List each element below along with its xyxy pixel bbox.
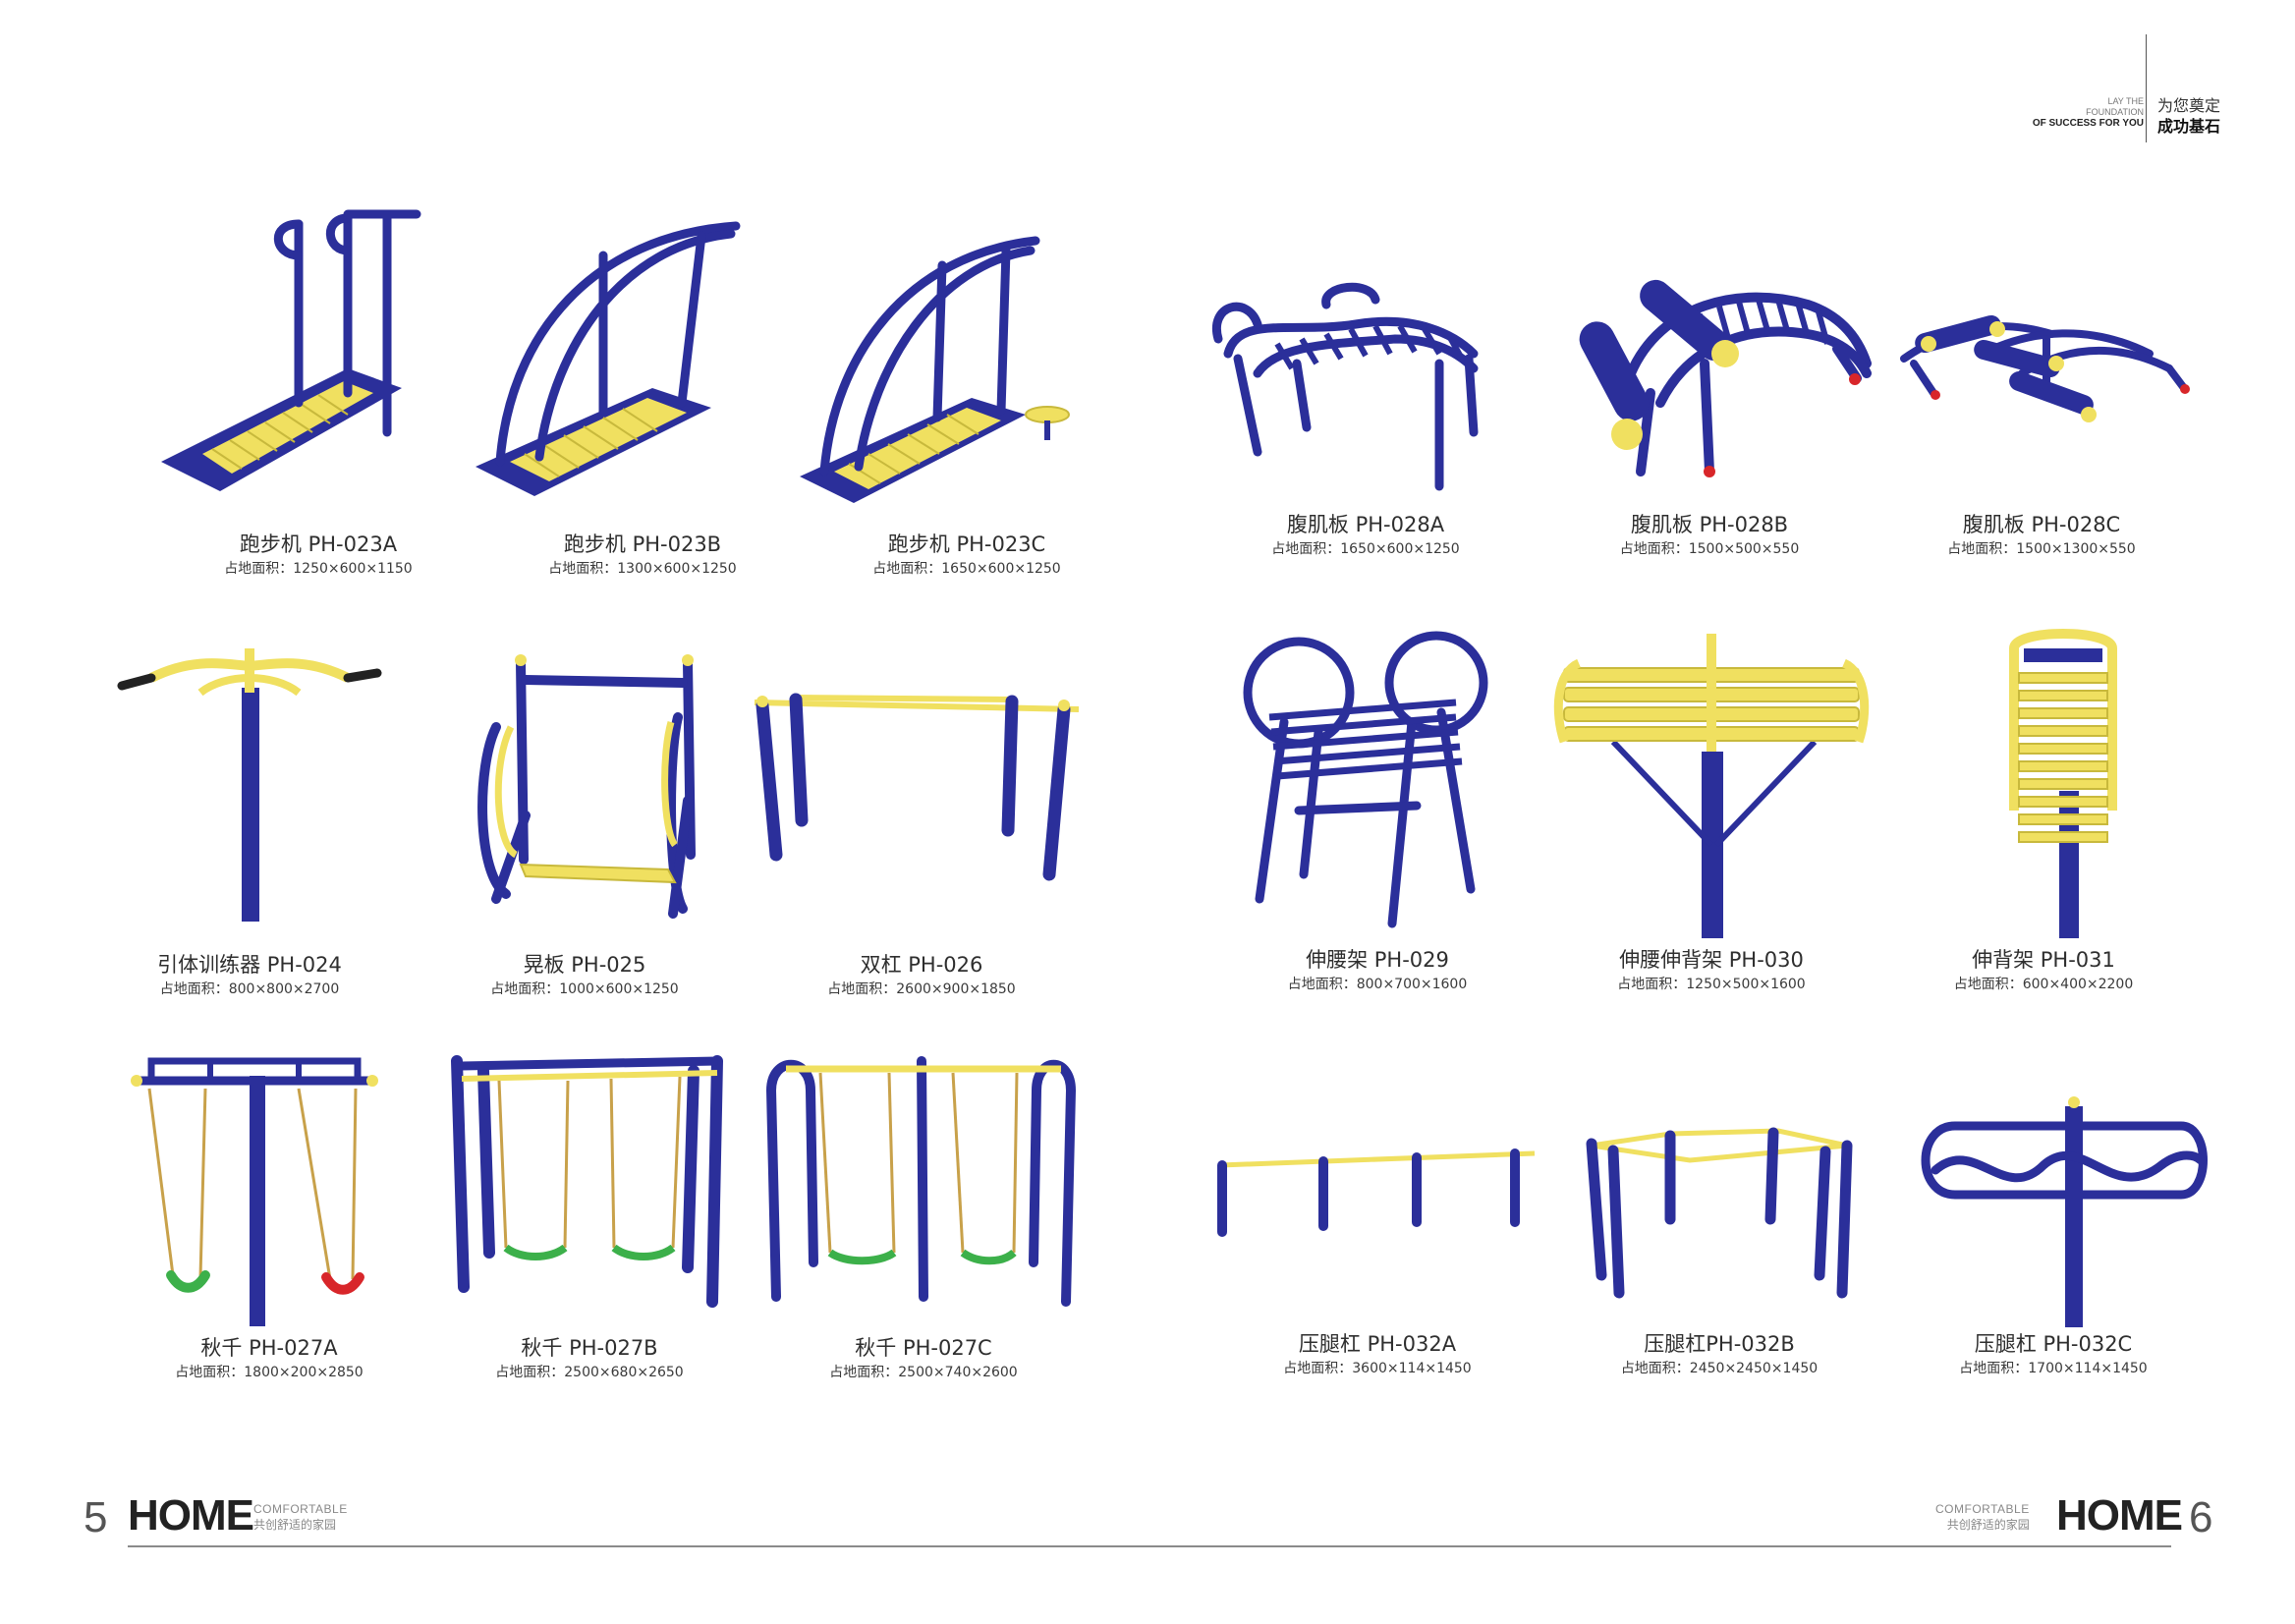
product-card-ph-029[interactable]: 伸腰架 PH-029 占地面积：800×700×1600 — [1210, 614, 1544, 1046]
product-name: 伸腰伸背架 PH-030 — [1619, 948, 1804, 972]
brand-chinese: 为您奠定 成功基石 — [2157, 96, 2221, 136]
leg-press-bar-icon — [1217, 1148, 1536, 1237]
footer-slogan-left: COMFORTABLE 共创舒适的家园 — [253, 1502, 348, 1532]
product-area: 占地面积：1500×500×550 — [1619, 541, 1800, 557]
product-name: 跑步机 PH-023C — [887, 532, 1046, 556]
product-card-ph-032a[interactable]: 压腿杠 PH-032A 占地面积：3600×114×1450 — [1210, 998, 1544, 1430]
footer-rule-right — [1149, 1545, 2171, 1547]
product-area: 占地面积：1300×600×1250 — [548, 561, 737, 577]
product-card-ph-028b[interactable]: 腹肌板 PH-028B 占地面积：1500×500×550 — [1542, 177, 1876, 609]
curved-treadmill-icon — [476, 221, 741, 496]
product-area: 占地面积：800×700×1600 — [1287, 977, 1468, 992]
product-name: 压腿杠PH-032B — [1644, 1332, 1795, 1356]
product-name: 秋千 PH-027A — [200, 1336, 338, 1360]
product-name: 跑步机 PH-023A — [239, 532, 398, 556]
swing-board-icon — [477, 654, 696, 919]
page-number-right: 6 — [2189, 1493, 2213, 1541]
footer-home-left: HOME — [128, 1491, 254, 1540]
waist-stretcher-icon — [1243, 631, 1488, 928]
double-sit-up-bench-icon — [1900, 314, 2190, 422]
product-name: 腹肌板 PH-028A — [1286, 513, 1445, 536]
product-area: 占地面积：1000×600×1250 — [490, 981, 679, 997]
product-card-ph-027b[interactable]: 秋千 PH-027B 占地面积：2500×680×2650 — [422, 1002, 756, 1434]
product-name: 压腿杠 PH-032C — [1974, 1332, 2133, 1356]
product-name: 引体训练器 PH-024 — [157, 953, 342, 977]
product-name: 跑步机 PH-023B — [563, 532, 722, 556]
product-name: 双杠 PH-026 — [860, 953, 983, 977]
product-name: 秋千 PH-027B — [521, 1336, 658, 1360]
back-stretcher-bench-icon — [1553, 634, 1870, 938]
footer-home-right: HOME — [2056, 1491, 2183, 1540]
product-name: 秋千 PH-027C — [855, 1336, 992, 1360]
product-card-ph-028a[interactable]: 腹肌板 PH-028A 占地面积：1650×600×1250 — [1199, 177, 1533, 609]
t-swing-icon — [131, 1057, 378, 1326]
product-area: 占地面积：3600×114×1450 — [1283, 1361, 1472, 1376]
page-number-left: 5 — [84, 1493, 108, 1541]
product-area: 占地面积：600×400×2200 — [1953, 977, 2134, 992]
product-card-ph-025[interactable]: 晃板 PH-025 占地面积：1000×600×1250 — [418, 619, 752, 1051]
wave-leg-press-bar-icon — [1921, 1096, 2208, 1327]
product-name: 伸腰架 PH-029 — [1306, 948, 1449, 972]
product-area: 占地面积：1700×114×1450 — [1959, 1361, 2148, 1376]
product-card-ph-032c[interactable]: 压腿杠 PH-032C 占地面积：1700×114×1450 — [1886, 998, 2220, 1430]
product-area: 占地面积：2500×740×2600 — [829, 1365, 1018, 1380]
product-card-ph-031[interactable]: 伸背架 PH-031 占地面积：600×400×2200 — [1876, 614, 2211, 1046]
product-area: 占地面积：1500×1300×550 — [1947, 541, 2136, 557]
product-card-ph-024[interactable]: 引体训练器 PH-024 占地面积：800×800×2700 — [83, 619, 417, 1051]
product-card-ph-023b[interactable]: 跑步机 PH-023B 占地面积：1300×600×1250 — [476, 196, 810, 629]
triangle-leg-press-bar-icon — [1586, 1127, 1853, 1299]
sit-up-bench-icon — [1211, 282, 1479, 491]
product-name: 压腿杠 PH-032A — [1298, 1332, 1457, 1356]
sit-up-bench-rollers-icon — [1579, 279, 1872, 477]
brand-mark: LAY THE FOUNDATION OF SUCCESS FOR YOU 为您… — [2004, 34, 2240, 142]
product-card-ph-023c[interactable]: 跑步机 PH-023C 占地面积：1650×600×1250 — [800, 196, 1134, 629]
product-card-ph-028c[interactable]: 腹肌板 PH-028C 占地面积：1500×1300×550 — [1875, 177, 2209, 609]
curved-treadmill-twist-icon — [800, 236, 1070, 503]
product-area: 占地面积：1250×600×1150 — [224, 561, 413, 577]
product-area: 占地面积：1800×200×2850 — [175, 1365, 364, 1380]
product-name: 晃板 PH-025 — [523, 953, 646, 977]
parallel-bars-icon — [754, 693, 1080, 881]
product-card-ph-026[interactable]: 双杠 PH-026 占地面积：2600×900×1850 — [754, 619, 1089, 1051]
product-area: 占地面积：2450×2450×1450 — [1620, 1361, 1819, 1376]
product-area: 占地面积：800×800×2700 — [159, 981, 340, 997]
product-card-ph-027c[interactable]: 秋千 PH-027C 占地面积：2500×740×2600 — [756, 1002, 1091, 1434]
product-card-ph-027a[interactable]: 秋千 PH-027A 占地面积：1800×200×2850 — [102, 1002, 436, 1434]
pull-up-trainer-icon — [117, 648, 382, 922]
product-card-ph-032b[interactable]: 压腿杠PH-032B 占地面积：2450×2450×1450 — [1552, 998, 1886, 1430]
footer-slogan-right: COMFORTABLE 共创舒适的家园 — [1935, 1502, 2030, 1532]
product-area: 占地面积：1650×600×1250 — [872, 561, 1061, 577]
arched-double-swing-icon — [765, 1056, 1077, 1307]
product-card-ph-023a[interactable]: 跑步机 PH-023A 占地面积：1250×600×1150 — [151, 196, 485, 629]
treadmill-icon — [161, 209, 421, 491]
brand-english: LAY THE FOUNDATION OF SUCCESS FOR YOU — [2032, 96, 2144, 129]
brand-divider — [2146, 34, 2147, 142]
product-name: 腹肌板 PH-028B — [1630, 513, 1789, 536]
back-stretcher-icon — [2009, 629, 2117, 938]
product-name: 伸背架 PH-031 — [1972, 948, 2115, 972]
product-name: 腹肌板 PH-028C — [1962, 513, 2121, 536]
double-swing-icon — [451, 1055, 723, 1308]
product-card-ph-030[interactable]: 伸腰伸背架 PH-030 占地面积：1250×500×1600 — [1544, 614, 1878, 1046]
product-area: 占地面积：1250×500×1600 — [1617, 977, 1806, 992]
product-area: 占地面积：2500×680×2650 — [495, 1365, 684, 1380]
product-area: 占地面积：2600×900×1850 — [827, 981, 1016, 997]
footer-rule-left — [128, 1545, 1149, 1547]
product-area: 占地面积：1650×600×1250 — [1271, 541, 1460, 557]
